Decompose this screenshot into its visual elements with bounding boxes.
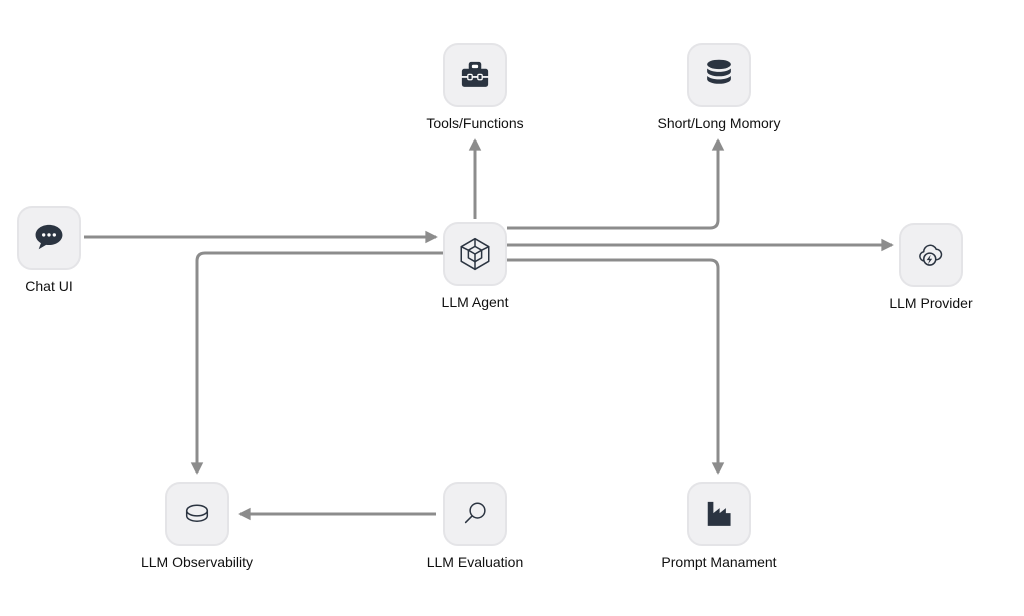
disk-cylinder-icon <box>185 504 209 522</box>
node-label-llm-provider: LLM Provider <box>889 295 973 311</box>
node-tools-functions: Tools/Functions <box>385 43 565 131</box>
node-label-short-long-memory: Short/Long Momory <box>657 115 781 131</box>
llm-evaluation-box[interactable] <box>443 482 507 546</box>
llm-provider-box[interactable] <box>899 223 963 287</box>
node-short-long-memory: Short/Long Momory <box>629 43 809 131</box>
chat-ui-box[interactable] <box>17 206 81 270</box>
node-label-llm-agent: LLM Agent <box>441 294 509 310</box>
factory-icon <box>707 501 731 526</box>
cloud-lightning-icon <box>919 244 943 266</box>
node-llm-agent: LLM Agent <box>385 222 565 310</box>
node-label-chat-ui: Chat UI <box>25 278 73 294</box>
node-prompt-management: Prompt Manament <box>629 482 809 570</box>
node-label-llm-evaluation: LLM Evaluation <box>426 554 524 570</box>
node-llm-provider: LLM Provider <box>841 223 1021 311</box>
node-chat-ui: Chat UI <box>0 206 139 294</box>
database-stack-icon <box>707 59 731 84</box>
llm-agent-box[interactable] <box>443 222 507 286</box>
toolbox-icon <box>461 61 489 87</box>
node-label-llm-observability: LLM Observability <box>140 554 254 570</box>
node-llm-evaluation: LLM Evaluation <box>385 482 565 570</box>
node-label-prompt-management: Prompt Manament <box>661 554 777 570</box>
tools-functions-box[interactable] <box>443 43 507 107</box>
magnifying-glass-icon <box>464 502 486 524</box>
node-label-tools-functions: Tools/Functions <box>426 115 524 131</box>
cube-3d-icon <box>460 237 490 271</box>
llm-observability-box[interactable] <box>165 482 229 546</box>
prompt-management-box[interactable] <box>687 482 751 546</box>
node-llm-observability: LLM Observability <box>107 482 287 570</box>
edge-llm-agent-to-short-long-memory <box>507 138 725 230</box>
short-long-memory-box[interactable] <box>687 43 751 107</box>
chat-bubble-icon <box>35 224 63 250</box>
